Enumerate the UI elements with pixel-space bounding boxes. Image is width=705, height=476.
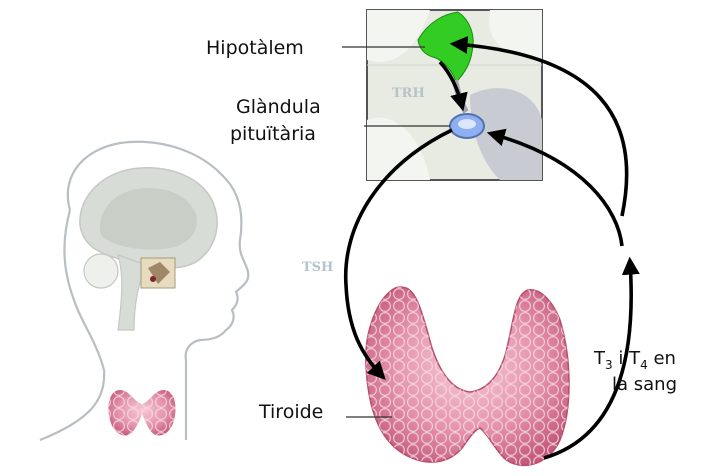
- thyroid-label: Tiroide: [258, 401, 323, 423]
- small-thyroid: [108, 390, 175, 435]
- blood-hormones-label-line2: la sang: [612, 374, 677, 395]
- trh-label: TRH: [392, 86, 425, 101]
- pituitary-label-line2: pituïtària: [230, 123, 316, 145]
- neck-shoulder-line: [40, 370, 104, 440]
- pituitary-label-line1: Glàndula: [236, 96, 321, 118]
- head-illustration: [40, 142, 248, 440]
- thyroid-large: [366, 287, 569, 465]
- blood-hormones-label-line1: T3 i T4 en: [593, 348, 676, 372]
- tsh-label: TSH: [302, 260, 333, 275]
- cerebellum: [84, 254, 118, 288]
- hypothalamus-label: Hipotàlem: [206, 37, 304, 59]
- brain-inset: TRH: [367, 10, 542, 180]
